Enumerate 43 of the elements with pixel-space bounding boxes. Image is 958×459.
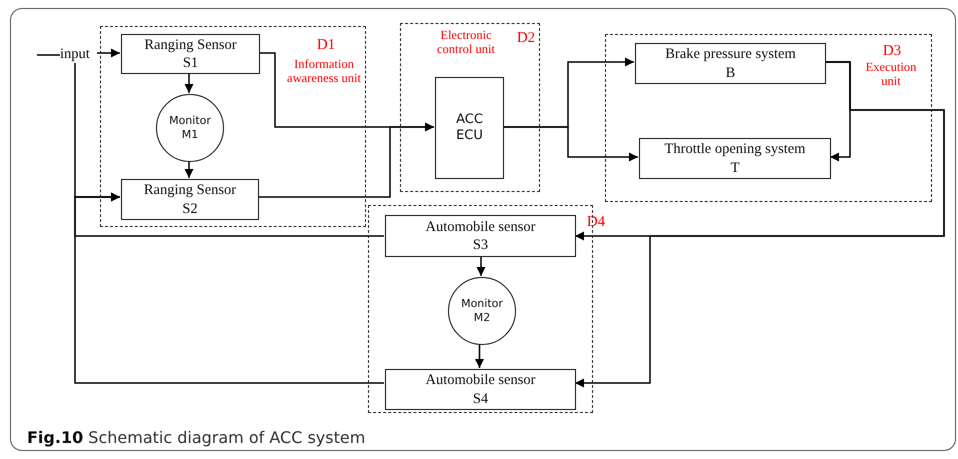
- figure-caption: Fig.10 Schematic diagram of ACC system: [27, 428, 366, 447]
- process-box: [385, 369, 576, 410]
- unit-label: D3: [882, 43, 902, 60]
- node-text: Monitor M2: [461, 297, 503, 325]
- arrow: [575, 61, 945, 388]
- arrow: [184, 73, 194, 93]
- unit-group-box: [400, 23, 540, 192]
- arrow: [503, 126, 638, 162]
- arrow: [184, 161, 194, 178]
- node-text: S3: [472, 236, 488, 254]
- unit-group-box: [605, 34, 932, 202]
- node-text: T: [730, 158, 740, 177]
- node-text: S2: [182, 200, 198, 218]
- node-text: ACC ECU: [455, 112, 484, 144]
- unit-label: D1: [316, 37, 336, 54]
- process-box: [635, 43, 826, 84]
- process-box: [121, 34, 260, 74]
- unit-label: Electronic control unit: [436, 28, 496, 57]
- arrow: [97, 48, 120, 58]
- arrow: [258, 122, 434, 198]
- arrow: [74, 192, 384, 384]
- unit-group-box: [100, 26, 366, 227]
- unit-label: Information awareness unit: [286, 57, 362, 86]
- node-text: Ranging Sensor: [144, 181, 236, 200]
- node-text: B: [726, 64, 736, 82]
- node-text: Automobile sensor: [426, 371, 536, 390]
- arrow: [476, 256, 486, 276]
- process-box: [385, 215, 576, 257]
- node-text: S1: [182, 54, 198, 72]
- unit-label: Execution unit: [864, 60, 918, 89]
- node-text: Throttle opening system: [664, 140, 806, 158]
- process-box: [121, 179, 259, 220]
- unit-label: D2: [516, 30, 536, 48]
- node-text: Monitor M1: [169, 114, 211, 142]
- process-box: [435, 77, 504, 179]
- node-text: Brake pressure system: [665, 45, 796, 64]
- node-text: Ranging Sensor: [144, 36, 237, 54]
- node-text: Automobile sensor: [426, 218, 536, 236]
- unit-label: D4: [586, 214, 606, 232]
- node-text: S4: [472, 390, 488, 408]
- input-label: input: [60, 47, 90, 62]
- arrow: [475, 344, 484, 368]
- process-box: [639, 138, 831, 179]
